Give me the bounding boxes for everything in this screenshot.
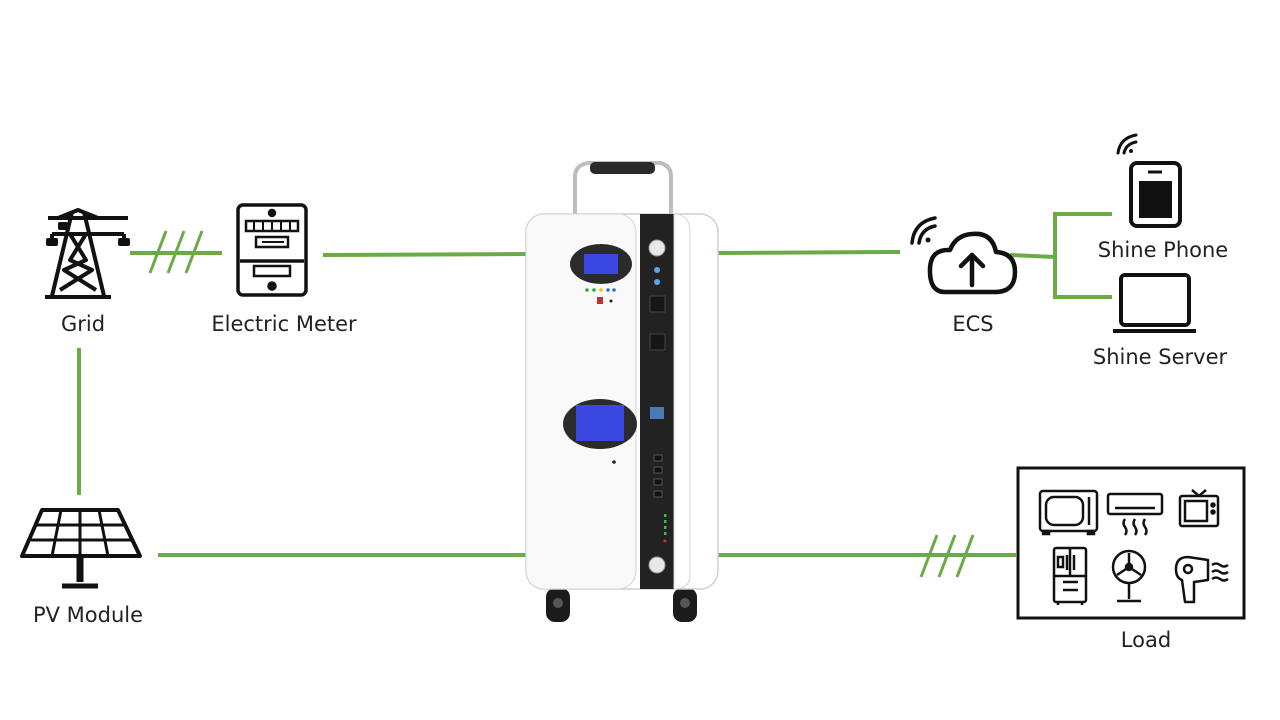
cloud-upload-icon bbox=[910, 216, 1018, 295]
pv-module-label: PV Module bbox=[32, 603, 144, 627]
line-branch-devices bbox=[1053, 212, 1112, 299]
ecs-label: ECS bbox=[952, 312, 994, 336]
line-battery-ecs bbox=[717, 250, 901, 255]
shine-server-label: Shine Server bbox=[1092, 345, 1228, 369]
portable-battery-system-icon bbox=[525, 161, 719, 622]
solar-panel-icon bbox=[20, 508, 142, 589]
refrigerator-icon bbox=[1052, 546, 1088, 605]
electric-meter-icon bbox=[236, 203, 308, 297]
air-conditioner-icon bbox=[1106, 492, 1164, 536]
phase-ticks-grid bbox=[148, 230, 204, 274]
phone-icon bbox=[1116, 133, 1182, 228]
load-box bbox=[1016, 466, 1246, 620]
load-label: Load bbox=[1120, 628, 1172, 652]
transmission-tower-icon bbox=[45, 208, 130, 299]
line-ecs-branch bbox=[1009, 253, 1056, 259]
laptop-icon bbox=[1113, 273, 1196, 333]
tv-icon bbox=[1178, 489, 1220, 528]
line-meter-battery bbox=[322, 252, 528, 257]
microwave-icon bbox=[1038, 489, 1099, 536]
shine-phone-label: Shine Phone bbox=[1097, 238, 1229, 262]
electric-meter-label: Electric Meter bbox=[211, 312, 357, 336]
connector-lines bbox=[77, 212, 1112, 557]
grid-label: Grid bbox=[60, 312, 106, 336]
hair-dryer-icon bbox=[1174, 555, 1229, 604]
fan-icon bbox=[1111, 549, 1147, 603]
phase-ticks-load bbox=[919, 534, 975, 578]
